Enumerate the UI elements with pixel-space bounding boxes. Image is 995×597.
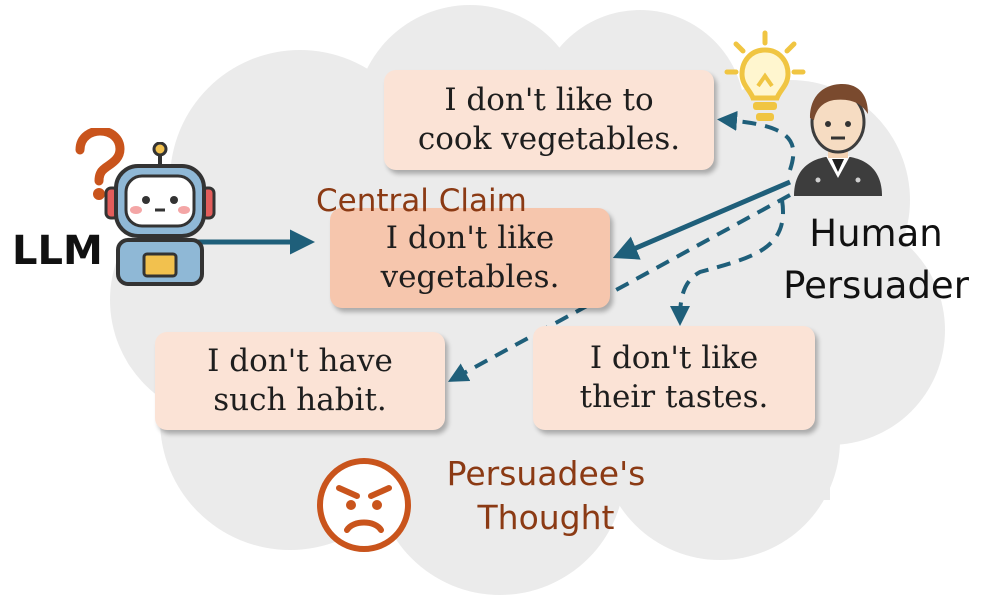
central-claim-label: Central Claim xyxy=(316,183,527,219)
robot-icon xyxy=(104,142,216,286)
lightbulb-icon xyxy=(724,30,806,121)
person-icon xyxy=(794,84,882,196)
question-mark-icon xyxy=(75,128,125,200)
angry-face-icon xyxy=(317,458,411,552)
human-persuader-label: Human Persuader xyxy=(783,212,969,307)
card-tastes-text: I don't like their tastes. xyxy=(579,340,769,415)
card-central-text: I don't like vegetables. xyxy=(380,220,560,295)
persuader-arrow-central xyxy=(612,179,791,260)
card-cook-vegetables: I don't like to cook vegetables. xyxy=(384,70,714,170)
dashed-arrow-tastes xyxy=(670,199,786,326)
dashed-arrow-habit xyxy=(447,193,791,382)
card-habit-text: I don't have such habit. xyxy=(207,343,393,418)
llm-label: LLM xyxy=(12,228,103,274)
card-their-tastes: I don't like their tastes. xyxy=(533,326,815,430)
persuadee-thought-label: Persuadee's Thought xyxy=(446,454,646,537)
card-central-claim: I don't like vegetables. xyxy=(330,208,610,308)
card-cook-text: I don't like to cook vegetables. xyxy=(417,82,681,157)
card-such-habit: I don't have such habit. xyxy=(155,332,445,430)
dashed-arrow-cook xyxy=(717,110,796,171)
